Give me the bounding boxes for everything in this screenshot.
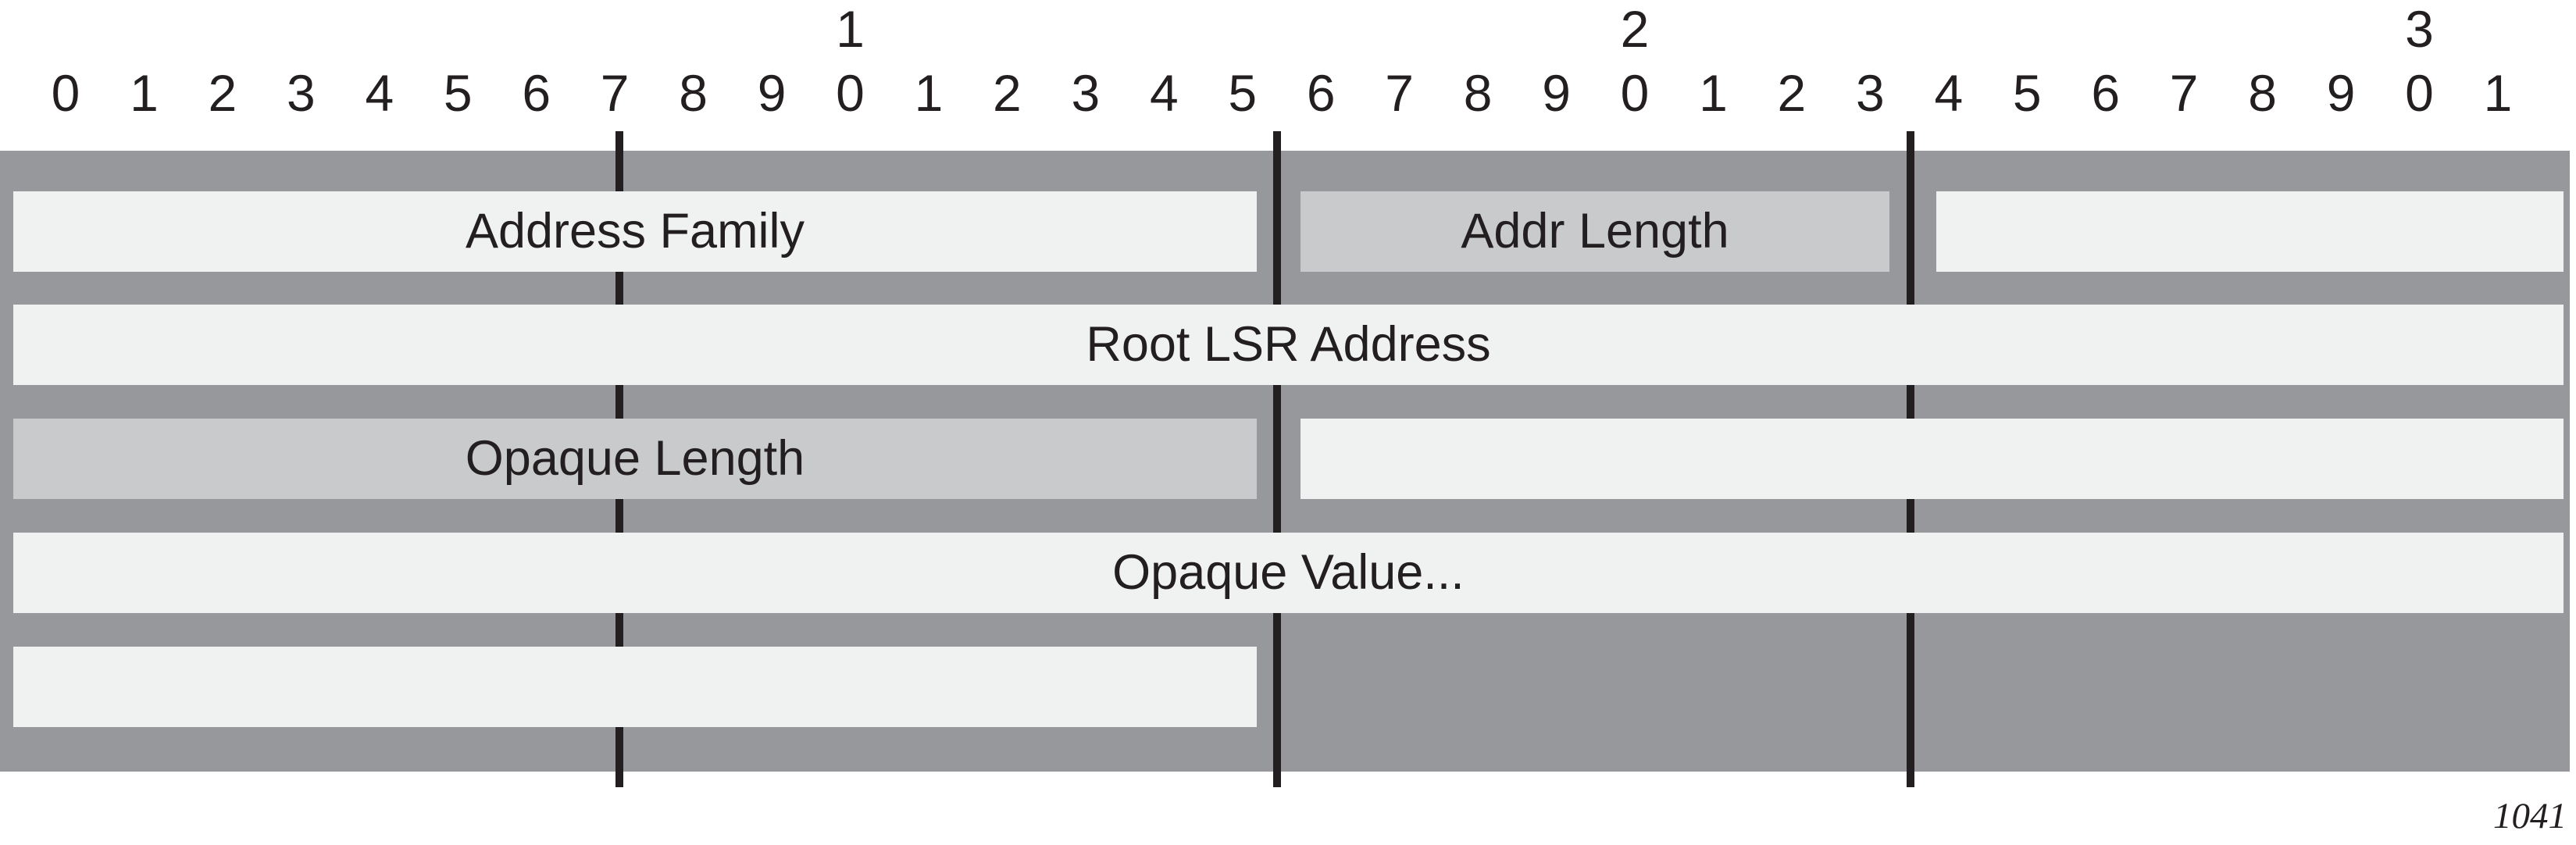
- bit-label-10: 0: [836, 64, 865, 122]
- bit-label-7: 7: [600, 64, 630, 122]
- bit-label-21: 1: [1699, 64, 1728, 122]
- field-label: Root LSR Address: [1086, 317, 1491, 372]
- bit-label-1: 1: [130, 64, 159, 122]
- bit-label-29: 9: [2326, 64, 2356, 122]
- bit-label-26: 6: [2091, 64, 2121, 122]
- field-label: Address Family: [465, 204, 805, 258]
- field-address-family: Address Family: [13, 191, 1257, 272]
- bit-label-0: 0: [51, 64, 80, 122]
- bit-label-25: 5: [2012, 64, 2042, 122]
- field-root-lsr-address: Root LSR Address: [13, 305, 2564, 385]
- bit-label-2: 2: [208, 64, 237, 122]
- bit-label-15: 5: [1228, 64, 1258, 122]
- figure-number: 1041: [2493, 796, 2567, 836]
- bit-label-4: 4: [365, 64, 394, 122]
- bit-label-13: 3: [1071, 64, 1101, 122]
- bit-label-6: 6: [522, 64, 551, 122]
- bit-label-5: 5: [443, 64, 473, 122]
- bit-label-18: 8: [1463, 64, 1493, 122]
- bit-label-8: 8: [679, 64, 708, 122]
- bit-label-27: 7: [2169, 64, 2199, 122]
- tens-marker-2: 2: [1620, 0, 1650, 58]
- bit-label-14: 4: [1149, 64, 1179, 122]
- bit-label-12: 2: [993, 64, 1022, 122]
- tens-marker-3: 3: [2405, 0, 2434, 58]
- bit-label-11: 1: [914, 64, 944, 122]
- byte-boundary-line-16: [1273, 131, 1281, 787]
- field-empty-row3: [1300, 419, 2564, 499]
- bit-label-30: 0: [2405, 64, 2434, 122]
- bit-label-31: 1: [2483, 64, 2513, 122]
- field-label: Opaque Length: [465, 431, 805, 486]
- field-empty-row5: [13, 647, 1257, 727]
- bit-label-17: 7: [1385, 64, 1414, 122]
- field-addr-length: Addr Length: [1300, 191, 1889, 272]
- field-label: Opaque Value...: [1112, 545, 1465, 600]
- field-opaque-length: Opaque Length: [13, 419, 1257, 499]
- bit-label-16: 6: [1306, 64, 1336, 122]
- bit-label-20: 0: [1620, 64, 1650, 122]
- bit-label-24: 4: [1934, 64, 1964, 122]
- bit-label-3: 3: [286, 64, 316, 122]
- bit-label-28: 8: [2248, 64, 2277, 122]
- bit-label-19: 9: [1542, 64, 1571, 122]
- bit-label-9: 9: [757, 64, 787, 122]
- tens-marker-1: 1: [836, 0, 865, 58]
- field-opaque-value: Opaque Value...: [13, 533, 2564, 613]
- bit-label-22: 2: [1777, 64, 1807, 122]
- field-label: Addr Length: [1461, 204, 1729, 258]
- bit-label-23: 3: [1855, 64, 1885, 122]
- field-empty-row1: [1936, 191, 2564, 272]
